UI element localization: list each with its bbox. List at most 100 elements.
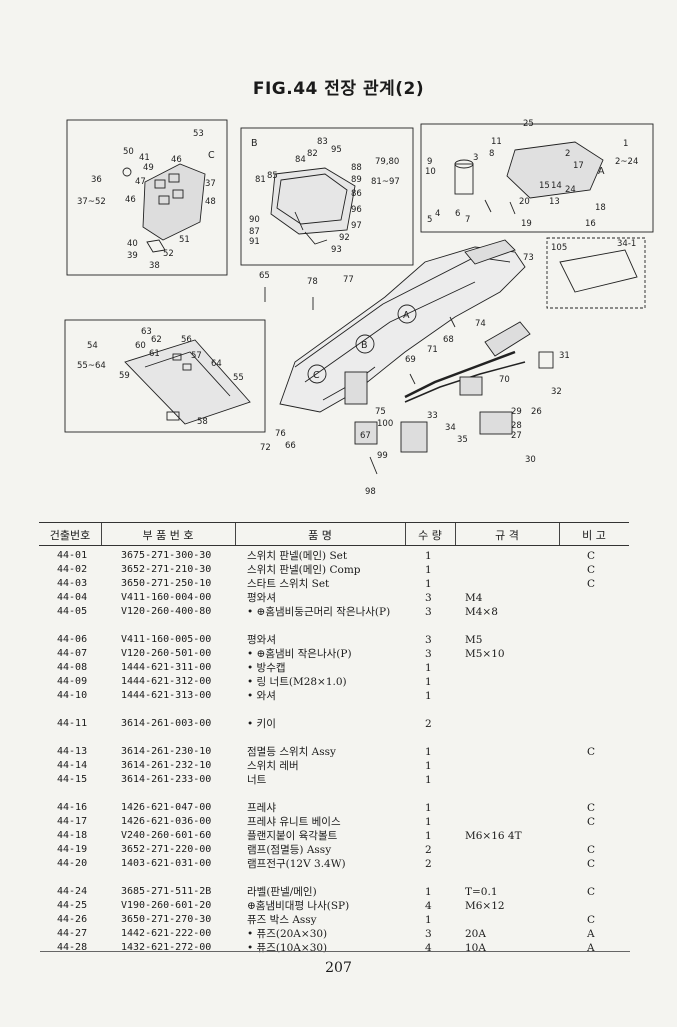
part-number-cell: V190-260-601-20 <box>121 900 212 911</box>
spec-cell: M5 <box>465 634 483 646</box>
callout-76: 76 <box>275 429 286 439</box>
part-number-cell: V120-260-501-00 <box>121 648 212 659</box>
remarks-cell: C <box>587 844 596 856</box>
quantity-cell: 3 <box>425 592 432 604</box>
ref-no-cell: 44-02 <box>57 564 88 575</box>
callout-81-97: 81~97 <box>371 177 400 187</box>
callout-6: 6 <box>455 209 460 219</box>
callout-53: 53 <box>193 129 204 139</box>
inset-panel-54 <box>64 319 266 433</box>
part-name-cell: 스위치 레버 <box>247 760 299 772</box>
quantity-cell: 3 <box>425 634 432 646</box>
callout-58: 58 <box>197 417 208 427</box>
spec-cell: M4×8 <box>465 606 498 618</box>
inset-panel-b <box>240 127 414 266</box>
part-number-cell: 1426-621-036-00 <box>121 816 212 827</box>
part-name-cell: • ⊕홈냄비 작은나사(P) <box>247 648 352 660</box>
spec-cell: M5×10 <box>465 648 505 660</box>
callout-67: 67 <box>360 431 371 441</box>
inset-panel-a <box>420 123 654 233</box>
inset-panel-105 <box>546 237 646 309</box>
quantity-cell: 1 <box>425 760 432 772</box>
ref-no-cell: 44-25 <box>57 900 88 911</box>
remarks-cell: C <box>587 564 596 576</box>
callout-60: 60 <box>135 341 146 351</box>
spec-cell: M4 <box>465 592 483 604</box>
part-name-cell: • ⊕홈냄비둥근머리 작은나사(P) <box>247 606 391 618</box>
ref-no-cell: 44-14 <box>57 760 88 771</box>
quantity-cell: 4 <box>425 942 432 954</box>
callout-63: 63 <box>141 327 152 337</box>
callout-72: 72 <box>260 443 271 453</box>
callout-15: 15 <box>539 181 550 191</box>
callout-9: 9 <box>427 157 432 167</box>
part-name-cell: • 링 너트(M28×1.0) <box>247 676 347 688</box>
callout-68: 68 <box>443 335 454 345</box>
quantity-cell: 1 <box>425 690 432 702</box>
callout-75: 75 <box>375 407 386 417</box>
callout-28: 28 <box>511 421 522 431</box>
quantity-cell: 2 <box>425 718 432 730</box>
callout-34-1: 34-1 <box>617 239 636 249</box>
remarks-cell: C <box>587 578 596 590</box>
callout-c-main: C <box>313 370 320 381</box>
callout-39: 39 <box>127 251 138 261</box>
part-name-cell: 프레샤 유니트 베이스 <box>247 816 341 828</box>
quantity-cell: 2 <box>425 858 432 870</box>
callout-55-64: 55~64 <box>77 361 106 371</box>
callout-3: 3 <box>473 153 478 163</box>
page-title: FIG.44 전장 관계(2) <box>252 79 425 99</box>
header-qty: 수 량 <box>418 529 442 542</box>
part-number-cell: 3650-271-250-10 <box>121 578 212 589</box>
ref-no-cell: 44-11 <box>57 718 88 729</box>
callout-51: 51 <box>179 235 190 245</box>
part-name-cell: 스위치 판넬(메인) Comp <box>247 564 361 576</box>
callout-1: 1 <box>623 139 628 149</box>
ref-no-cell: 44-17 <box>57 816 88 827</box>
callout-90: 90 <box>249 215 260 225</box>
quantity-cell: 2 <box>425 844 432 856</box>
quantity-cell: 1 <box>425 830 432 842</box>
quantity-cell: 3 <box>425 648 432 660</box>
remarks-cell: C <box>587 802 596 814</box>
header-part-name: 품 명 <box>308 529 332 542</box>
remarks-cell: C <box>587 550 596 562</box>
part-number-cell: 3614-261-233-00 <box>121 774 212 785</box>
quantity-cell: 1 <box>425 578 432 590</box>
callout-11: 11 <box>491 137 502 147</box>
callout-74: 74 <box>475 319 486 329</box>
callout-96: 96 <box>351 205 362 215</box>
part-number-cell: 3652-271-220-00 <box>121 844 212 855</box>
callout-89: 89 <box>351 175 362 185</box>
spec-cell: M6×12 <box>465 900 505 912</box>
part-number-cell: V240-260-601-60 <box>121 830 212 841</box>
callout-37: 37 <box>205 179 216 189</box>
remarks-cell: C <box>587 914 596 926</box>
callout-7: 7 <box>465 215 470 225</box>
callout-33: 33 <box>427 411 438 421</box>
callout-8: 8 <box>489 149 494 159</box>
callout-85: 85 <box>267 171 278 181</box>
callout-31: 31 <box>559 351 570 361</box>
callout-35: 35 <box>457 435 468 445</box>
part-number-cell: 3614-261-003-00 <box>121 718 212 729</box>
part-number-cell: 3675-271-300-30 <box>121 550 212 561</box>
quantity-cell: 1 <box>425 816 432 828</box>
callout-34: 34 <box>445 423 456 433</box>
part-name-cell: • 키이 <box>247 718 276 730</box>
ref-no-cell: 44-06 <box>57 634 88 645</box>
